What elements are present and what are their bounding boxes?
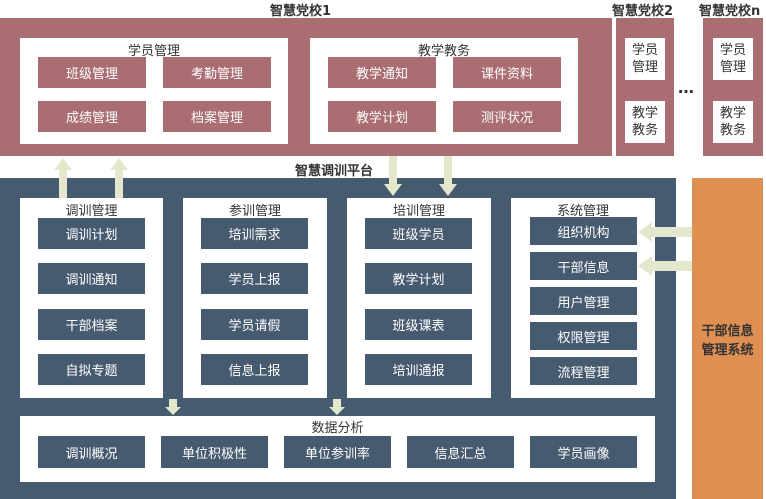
down-arrow-1 [384,156,402,196]
courseware-button[interactable]: 课件资料 [453,57,561,88]
info-summary-button[interactable]: 信息汇总 [407,436,514,468]
training-bulletin-button[interactable]: 培训通报 [365,354,472,385]
dispatch-overview-button[interactable]: 调训概况 [38,436,145,468]
up-arrow-1 [54,158,72,198]
schooln-student-management[interactable]: 学员 管理 [713,38,753,80]
platform-title: 智慧调训平台 [295,164,374,179]
left-arrow-cadre-info [638,256,692,276]
organization-button[interactable]: 组织机构 [530,217,637,245]
school2-student-management[interactable]: 学员 管理 [625,38,665,80]
class-management-button[interactable]: 班级管理 [38,57,146,88]
down-arrow-analysis-2 [329,399,345,415]
training-dispatch-title: 调训管理 [65,204,118,219]
system-management-title: 系统管理 [556,204,609,219]
teaching-notice-button[interactable]: 教学通知 [328,57,436,88]
cadre-info-system-label-line2: 管理系统 [701,343,754,358]
custom-topic-button[interactable]: 自拟专题 [38,354,145,385]
cadre-info-system-label-line1: 干部信息 [701,324,754,339]
cadre-info-system-container [692,178,763,499]
data-analysis-title: 数据分析 [311,421,364,436]
unit-enthusiasm-button[interactable]: 单位积极性 [161,436,268,468]
left-arrow-organization [638,222,692,242]
student-report-button[interactable]: 学员上报 [201,263,308,294]
up-arrow-2 [110,158,128,198]
permission-management-button[interactable]: 权限管理 [530,322,637,350]
dispatch-plan-button[interactable]: 调训计划 [38,218,145,249]
attendance-management-button[interactable]: 考勤管理 [163,57,271,88]
evaluation-status-button[interactable]: 测评状况 [453,101,561,132]
down-arrow-analysis-1 [165,399,181,415]
school2-teaching-affairs[interactable]: 教学 教务 [625,101,665,143]
cadre-info-button[interactable]: 干部信息 [530,252,637,280]
student-leave-button[interactable]: 学员请假 [201,309,308,340]
ellipsis: … [678,78,694,97]
training-teaching-plan-button[interactable]: 教学计划 [365,263,472,294]
cadre-info-system-label: 干部信息 管理系统 [692,322,763,360]
workflow-management-button[interactable]: 流程管理 [530,357,637,385]
teaching-affairs-title: 教学教务 [417,44,470,59]
student-management-title: 学员管理 [127,44,180,59]
info-report-button[interactable]: 信息上报 [201,354,308,385]
schooln-title: 智慧党校n [699,4,761,19]
down-arrow-2 [439,156,457,196]
participation-title: 参训管理 [228,204,281,219]
grade-management-button[interactable]: 成绩管理 [38,101,146,132]
archive-management-button[interactable]: 档案管理 [163,101,271,132]
unit-participation-rate-button[interactable]: 单位参训率 [284,436,391,468]
user-management-button[interactable]: 用户管理 [530,287,637,315]
class-students-button[interactable]: 班级学员 [365,218,472,249]
training-management-title: 培训管理 [392,204,445,219]
cadre-archive-button[interactable]: 干部档案 [38,309,145,340]
dispatch-notice-button[interactable]: 调训通知 [38,263,145,294]
training-demand-button[interactable]: 培训需求 [201,218,308,249]
school1-title: 智慧党校1 [270,4,332,19]
school2-title: 智慧党校2 [612,4,674,19]
class-schedule-button[interactable]: 班级课表 [365,309,472,340]
student-portrait-button[interactable]: 学员画像 [530,436,637,468]
schooln-teaching-affairs[interactable]: 教学 教务 [713,101,753,143]
teaching-plan-button[interactable]: 教学计划 [328,101,436,132]
